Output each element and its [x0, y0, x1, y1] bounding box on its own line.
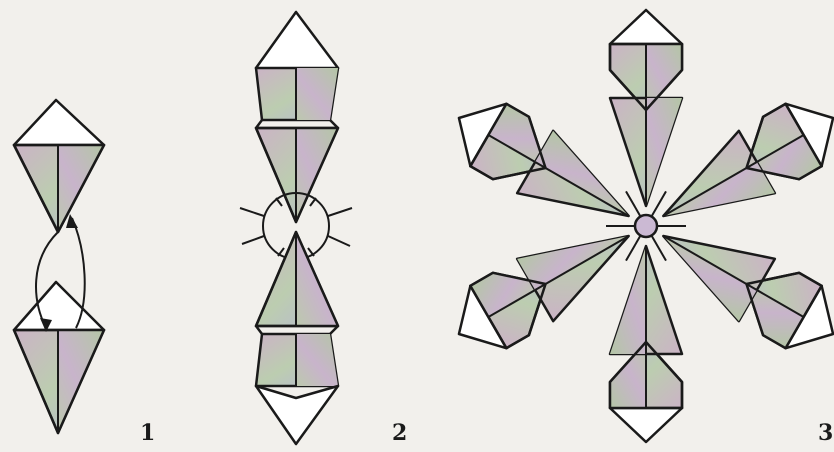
snowflake-arm [610, 246, 682, 442]
snowflake-center [635, 215, 657, 237]
step-2-figure [240, 12, 352, 444]
step-3-label: 3 [818, 420, 833, 446]
step-1-upper-module [14, 100, 104, 232]
step-2-label: 2 [392, 420, 407, 446]
step-1-figure [14, 100, 104, 433]
step-3-snowflake [441, 10, 834, 442]
step-1-lower-module [14, 282, 104, 433]
snowflake-arm [610, 10, 682, 206]
step-1-label: 1 [140, 420, 155, 446]
